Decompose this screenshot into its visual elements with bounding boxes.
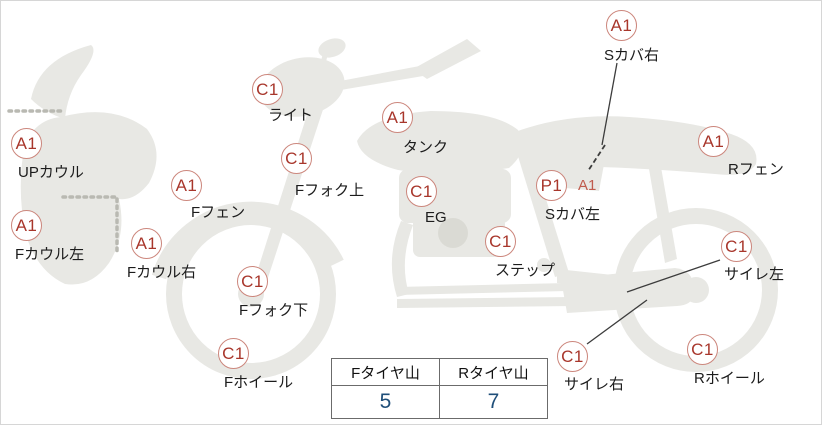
grade-badge-f-fork-upper: C1 <box>281 143 312 174</box>
grade-badge-light: C1 <box>252 74 283 105</box>
part-label-s-cover-left: P1 Sカバ左 <box>536 170 600 223</box>
tire-table-header-row: Fタイヤ山 Rタイヤ山 <box>331 358 548 386</box>
part-name-engine: EG <box>425 209 447 226</box>
grade-badge-f-fork-lower: C1 <box>237 266 268 297</box>
grade-badge-silencer-left: C1 <box>721 231 752 262</box>
cowl-section-divider-lines <box>7 109 119 255</box>
part-name-up-cowl: UPカウル <box>18 164 84 181</box>
grade-badge-f-cowl-left: A1 <box>11 210 42 241</box>
grade-badge-f-fender: A1 <box>171 170 202 201</box>
grade-badge-tank: A1 <box>382 102 413 133</box>
motorcycle-body <box>20 38 778 379</box>
part-name-f-cowl-right: Fカウル右 <box>127 264 197 281</box>
part-name-f-fork-lower: Fフォク下 <box>239 302 309 319</box>
f-tire-tread-header: Fタイヤ山 <box>331 358 440 386</box>
part-label-r-fender: A1 Rフェン <box>698 126 784 178</box>
part-name-silencer-left: サイレ左 <box>724 266 785 283</box>
part-label-f-fork-lower: C1 Fフォク下 <box>237 266 308 319</box>
part-name-s-cover-right: Sカバ右 <box>604 47 660 64</box>
part-label-step: C1 ステップ <box>485 226 555 279</box>
part-label-light: C1 ライト <box>252 74 313 124</box>
grade-badge-step: C1 <box>485 226 516 257</box>
part-name-f-fork-upper: Fフォク上 <box>295 182 365 199</box>
part-label-up-cowl: A1 UPカウル <box>11 128 84 181</box>
tire-table-value-row: 5 7 <box>331 385 548 419</box>
grade-badge-f-cowl-right: A1 <box>131 228 162 259</box>
label-connector-lines <box>586 62 721 345</box>
grade-badge-f-wheel: C1 <box>218 338 249 369</box>
grade-badge-r-fender: A1 <box>698 126 729 157</box>
f-tire-tread-value: 5 <box>331 385 440 419</box>
part-name-f-wheel: Fホイール <box>224 374 294 391</box>
part-label-r-wheel: C1 Rホイール <box>687 334 765 387</box>
part-label-f-cowl-left: A1 Fカウル左 <box>11 210 84 263</box>
part-name-step: ステップ <box>495 262 556 279</box>
grade-badge-s-cover-right: A1 <box>606 10 637 41</box>
grade-badge-s-cover-left: P1 <box>536 170 567 201</box>
part-name-r-fender: Rフェン <box>728 161 784 178</box>
part-label-silencer-left: C1 サイレ左 <box>721 231 784 283</box>
part-label-silencer-right: C1 サイレ右 <box>557 341 624 393</box>
part-name-light: ライト <box>268 107 314 124</box>
part-name-s-cover-left: Sカバ左 <box>545 206 601 223</box>
part-name-f-cowl-left: Fカウル左 <box>15 246 85 263</box>
tire-tread-table: Fタイヤ山 Rタイヤ山 5 7 <box>331 358 548 419</box>
grade-badge-up-cowl: A1 <box>11 128 42 159</box>
grade-text-s-cover-left-sub: A1 <box>578 177 597 194</box>
part-label-f-fender: A1 Fフェン <box>171 170 245 221</box>
grade-badge-engine: C1 <box>406 176 437 207</box>
part-name-silencer-right: サイレ右 <box>564 376 625 393</box>
part-label-engine: C1 EG <box>406 176 447 226</box>
part-name-f-fender: Fフェン <box>191 204 246 221</box>
grade-badge-silencer-right: C1 <box>557 341 588 372</box>
part-label-f-cowl-right: A1 Fカウル右 <box>127 228 196 281</box>
part-label-s-cover-right: A1 Sカバ右 <box>604 10 659 64</box>
part-name-r-wheel: Rホイール <box>694 370 765 387</box>
part-label-f-fork-upper: C1 Fフォク上 <box>281 143 364 199</box>
r-tire-tread-header: Rタイヤ山 <box>439 358 548 386</box>
r-tire-tread-value: 7 <box>439 385 548 419</box>
part-name-tank: タンク <box>403 139 449 156</box>
part-label-tank: A1 タンク <box>382 102 448 156</box>
grade-badge-r-wheel: C1 <box>687 334 718 365</box>
part-label-f-wheel: C1 Fホイール <box>218 338 293 391</box>
